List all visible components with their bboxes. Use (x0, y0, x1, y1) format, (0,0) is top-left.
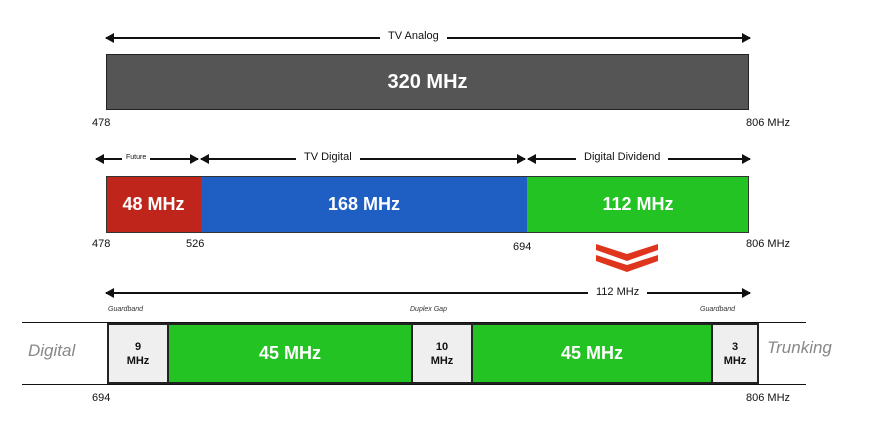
duplex-gap-label: Duplex Gap (410, 306, 447, 313)
rail-bottom (22, 384, 806, 385)
future-segment-label: 48 MHz (122, 194, 185, 214)
arrow-right-head (742, 33, 751, 43)
tv-digital-label: TV Digital (296, 150, 360, 164)
uplink-segment-label: 45 MHz (258, 343, 321, 363)
digital-dividend-segment-label: 112 MHz (602, 194, 674, 214)
arrow-left-head (105, 33, 114, 43)
guardband-left-box: 9 MHz (107, 323, 169, 384)
dividend-112-label: 112 MHz (588, 285, 648, 299)
guardband-left-label: Guardband (108, 306, 144, 313)
row2-tick-478: 478 (92, 238, 111, 250)
double-chevron-down-icon (596, 244, 658, 272)
future-segment: 48 MHz (106, 176, 201, 233)
row1-tick-left: 478 (92, 117, 111, 129)
tv-digital-segment-label: 168 MHz (327, 194, 401, 214)
guardband-right-label: Guardband (700, 306, 736, 313)
digital-dividend-label: Digital Dividend (576, 150, 669, 164)
row3-tick-left: 694 (92, 392, 111, 404)
row2-tick-694: 694 (513, 241, 532, 253)
arrow-left-head (527, 154, 536, 164)
analog-bar: 320 MHz (106, 54, 749, 110)
row3-tick-right: 806 MHz (746, 392, 791, 404)
arrow-right-head (742, 288, 751, 298)
duplex-gap-unit: MHz (430, 354, 454, 367)
tv-digital-arrow (200, 154, 526, 164)
downlink-segment-label: 45 MHz (560, 343, 623, 363)
guardband-right-value: 3 (731, 340, 739, 353)
analog-bar-label: 320 MHz (387, 70, 468, 93)
side-label-digital: Digital (28, 341, 76, 360)
row2-tick-806: 806 MHz (746, 238, 791, 250)
row1-tick-right: 806 MHz (746, 117, 791, 129)
row2-tick-526: 526 (186, 238, 205, 250)
guardband-left-value: 9 (134, 340, 142, 353)
digital-dividend-segment: 112 MHz (527, 176, 749, 233)
tv-digital-segment: 168 MHz (201, 176, 527, 233)
arrow-left-head (105, 288, 114, 298)
guardband-left-unit: MHz (126, 354, 150, 367)
downlink-segment: 45 MHz (473, 323, 711, 384)
dividend-112-arrow (105, 288, 751, 298)
tv-analog-label: TV Analog (380, 29, 447, 43)
arrow-left-head (95, 154, 104, 164)
arrow-right-head (517, 154, 526, 164)
duplex-gap-box: 10 MHz (411, 323, 473, 384)
guardband-right-unit: MHz (723, 354, 747, 367)
side-label-trunking: Trunking (767, 338, 832, 357)
row2-outline (106, 176, 749, 233)
arrow-left-head (200, 154, 209, 164)
guardband-right-box: 3 MHz (711, 323, 759, 384)
duplex-gap-value: 10 (435, 340, 449, 353)
uplink-segment: 45 MHz (169, 323, 411, 384)
arrow-right-head (190, 154, 199, 164)
arrow-right-head (742, 154, 751, 164)
rail-top (22, 322, 806, 323)
future-label: Future (122, 153, 151, 163)
